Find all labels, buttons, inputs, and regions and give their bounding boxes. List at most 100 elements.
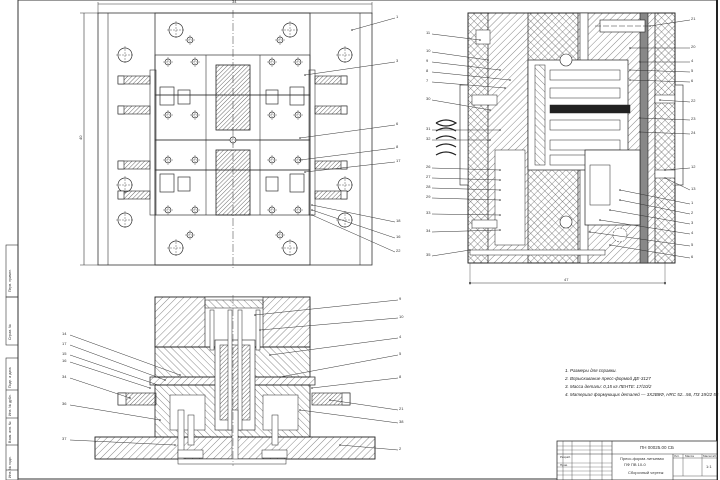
callout-leader: 10 <box>426 48 489 61</box>
callout-label: 18 <box>396 218 401 223</box>
callout-leader: 31 <box>426 126 501 131</box>
callout-leader: 38 <box>299 409 404 424</box>
bolt-hole-icon <box>190 155 200 165</box>
callout-leader: 29 <box>426 194 501 201</box>
spring-icon <box>117 160 151 170</box>
spring-icon <box>314 190 348 200</box>
callout-label: 3 <box>691 220 694 225</box>
bolt-hole-icon <box>167 21 185 39</box>
callout-label: 16 <box>62 358 67 363</box>
side-strip <box>5 244 19 480</box>
callout-label: 12 <box>691 164 696 169</box>
callout-label: 6 <box>691 254 694 259</box>
callout-leader: 8 <box>299 144 399 161</box>
callout-leader: 6 <box>299 121 399 139</box>
note-1: 1. Размеры для справки. <box>565 368 617 373</box>
spring-icon <box>117 105 151 115</box>
top-view-springs <box>117 75 348 200</box>
top-view-bolt-holes <box>116 21 354 257</box>
callout-leader: 8 <box>311 374 402 389</box>
title-line2: ПФ ПВ 10-0 <box>624 462 646 467</box>
callout-leader: 12 <box>664 164 696 171</box>
callout-label: 29 <box>426 194 431 199</box>
callout-label: 31 <box>426 126 431 131</box>
bolt-hole-icon <box>190 57 200 67</box>
side-strip-2: Справ. № <box>8 324 12 340</box>
side-section-leaders: 2120456222324121312345611109873031322627… <box>426 16 696 259</box>
bolt-hole-icon <box>190 205 200 215</box>
bolt-hole-icon <box>163 155 173 165</box>
callout-label: 30 <box>426 96 431 101</box>
callout-label: 24 <box>691 130 696 135</box>
callout-leader: 21 <box>649 16 696 27</box>
bolt-hole-icon <box>281 239 299 257</box>
bolt-hole-icon <box>275 35 285 45</box>
callout-leader: 10 <box>259 314 404 331</box>
callout-leader: 37 <box>62 436 176 446</box>
callout-label: 27 <box>426 174 431 179</box>
role-checker: Пров. <box>560 463 568 467</box>
role-developer: Разраб. <box>560 455 571 459</box>
callout-label: 6 <box>691 78 694 83</box>
callout-leader: 22 <box>311 214 401 253</box>
bolt-hole-icon <box>185 35 195 45</box>
callout-leader: 23 <box>639 116 696 121</box>
callout-leader: 15 <box>62 351 159 386</box>
callout-label: 28 <box>426 184 431 189</box>
bolt-hole-icon <box>163 110 173 120</box>
callout-leader: 3 <box>304 58 399 76</box>
side-strip-7: Инв. № подл. <box>8 456 12 478</box>
callout-label: 23 <box>691 116 696 121</box>
callout-label: 37 <box>62 436 67 441</box>
bolt-hole-icon <box>228 135 238 145</box>
callout-label: 5 <box>691 242 694 247</box>
bolt-hole-icon <box>336 176 354 194</box>
callout-leader: 17 <box>304 158 401 173</box>
side-strip-4: Инв. № дубл. <box>8 394 12 416</box>
callout-label: 9 <box>399 296 402 301</box>
callout-label: 11 <box>426 30 431 35</box>
bolt-hole-icon <box>281 21 299 39</box>
title-line1: Пресс-форма литьевая <box>620 456 664 461</box>
spring-icon <box>314 105 348 115</box>
side-strip-1: Перв. примен. <box>8 268 12 292</box>
bolt-hole-icon <box>267 110 277 120</box>
callout-label: 17 <box>396 158 401 163</box>
callout-leader: 35 <box>426 249 471 257</box>
callout-leader: 16 <box>311 209 401 239</box>
callout-leader: 20 <box>629 44 696 49</box>
callout-label: 8 <box>426 68 429 73</box>
callout-label: 14 <box>62 331 67 336</box>
bolt-hole-icon <box>163 57 173 67</box>
callout-label: 21 <box>691 16 696 21</box>
callout-leader: 30 <box>426 96 491 111</box>
callout-leader: 6 <box>629 78 694 83</box>
callout-leader: 16 <box>62 358 151 389</box>
callout-leader: 4 <box>599 219 694 235</box>
bolt-hole-icon <box>275 230 285 240</box>
top-view <box>80 2 373 268</box>
callout-label: 35 <box>426 252 431 257</box>
callout-leader: 1 <box>351 14 399 31</box>
callout-leader: 21 <box>329 399 404 411</box>
callout-leader: 9 <box>426 58 501 71</box>
bolt-hole-icon <box>190 110 200 120</box>
bolt-hole-icon <box>293 205 303 215</box>
callout-leader: 3 <box>609 209 694 225</box>
spring-icon <box>117 190 151 200</box>
bolt-hole-icon <box>267 205 277 215</box>
callout-label: 2 <box>399 446 402 451</box>
callout-label: 16 <box>396 234 401 239</box>
callout-leader: 22 <box>659 98 696 103</box>
callout-label: 17 <box>62 341 67 346</box>
callout-label: 7 <box>426 78 429 83</box>
callout-label: 33 <box>426 210 431 215</box>
callout-label: 22 <box>396 248 401 253</box>
callout-leader: 17 <box>62 341 166 381</box>
bolt-hole-icon <box>293 57 303 67</box>
callout-leader: 26 <box>426 164 501 171</box>
bolt-hole-icon <box>293 110 303 120</box>
callout-label: 10 <box>399 314 404 319</box>
callout-leader: 24 <box>639 130 696 135</box>
